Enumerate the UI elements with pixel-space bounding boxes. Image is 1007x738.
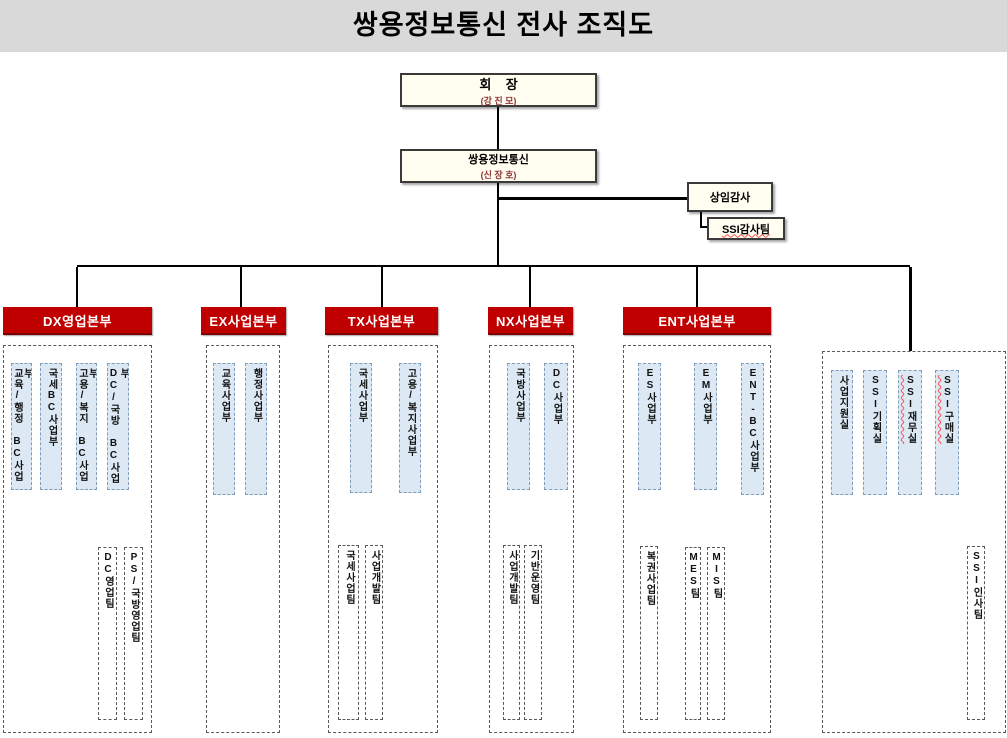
- office-box: 사업지원실: [831, 370, 853, 495]
- connector-line: [909, 267, 912, 357]
- department-box: 행정사업부: [245, 363, 267, 495]
- auditor-box: 상임감사: [687, 182, 773, 212]
- department-box: 국방사업부: [507, 363, 530, 490]
- team-box: 사업개발팀: [365, 545, 383, 720]
- auditor-label: 상임감사: [709, 192, 751, 204]
- company-box: 쌍용정보통신 (신 장 호): [400, 149, 597, 183]
- connector-line: [381, 267, 383, 307]
- connector-line: [498, 197, 688, 200]
- company-name: 쌍용정보통신: [468, 154, 529, 166]
- department-box: 고용/복지 BC사업부: [76, 363, 97, 490]
- team-box: 기반운영팀: [524, 545, 542, 720]
- ceo-name: (신 장 호): [480, 170, 517, 180]
- department-box: EM사업부: [694, 363, 717, 490]
- connector-line: [497, 107, 499, 150]
- connector-line: [497, 183, 499, 266]
- department-box: 국세사업부: [350, 363, 372, 493]
- team-box: 국세사업팀: [338, 545, 359, 720]
- office-box: SSI재무실: [898, 370, 922, 495]
- division-header-dx: DX영업본부: [3, 307, 152, 335]
- team-box: 복권사업팀: [640, 546, 658, 720]
- chairman-title: 회 장: [479, 76, 518, 92]
- division-header-nx: NX사업본부: [488, 307, 573, 335]
- title-banner: 쌍용정보통신 전사 조직도: [0, 0, 1007, 52]
- division-header-ex: EX사업본부: [201, 307, 286, 335]
- team-box: 사업개발팀: [503, 545, 520, 720]
- page-title: 쌍용정보통신 전사 조직도: [352, 10, 655, 40]
- department-box: 고용/복지사업부: [399, 363, 421, 493]
- department-box: DC사업부: [544, 363, 568, 490]
- department-box: ES사업부: [638, 363, 661, 490]
- department-box: 교육/행정 BC사업부: [11, 363, 32, 490]
- chairman-name: (강 진 모): [480, 95, 517, 106]
- connector-line: [529, 267, 531, 307]
- chairman-box: 회 장 (강 진 모): [400, 73, 597, 107]
- division-header-tx: TX사업본부: [325, 307, 438, 335]
- connector-line: [240, 267, 242, 307]
- department-box: ENT-BC사업부: [741, 363, 764, 495]
- connector-line: [77, 265, 910, 267]
- team-box: MIS팀: [707, 547, 725, 720]
- connector-line: [700, 226, 708, 228]
- department-box: 국세BC사업부: [40, 363, 62, 490]
- division-header-ent: ENT사업본부: [623, 307, 771, 335]
- office-box: SSI구매실: [935, 370, 959, 495]
- connector-line: [76, 267, 78, 307]
- audit-team-label: SSI감사팀: [721, 223, 771, 236]
- connector-line: [700, 212, 702, 228]
- office-box: SSI기획실: [863, 370, 887, 495]
- team-box: MES팀: [685, 547, 701, 720]
- department-box: DC/국방 BC사업부: [107, 363, 129, 490]
- team-box: DC영업팀: [98, 547, 117, 720]
- team-box: PS/국방영업팀: [124, 547, 143, 720]
- department-box: 교육사업부: [213, 363, 235, 495]
- team-box: SSI인사팀: [967, 546, 985, 720]
- connector-line: [696, 267, 698, 307]
- audit-team-box: SSI감사팀: [707, 217, 785, 240]
